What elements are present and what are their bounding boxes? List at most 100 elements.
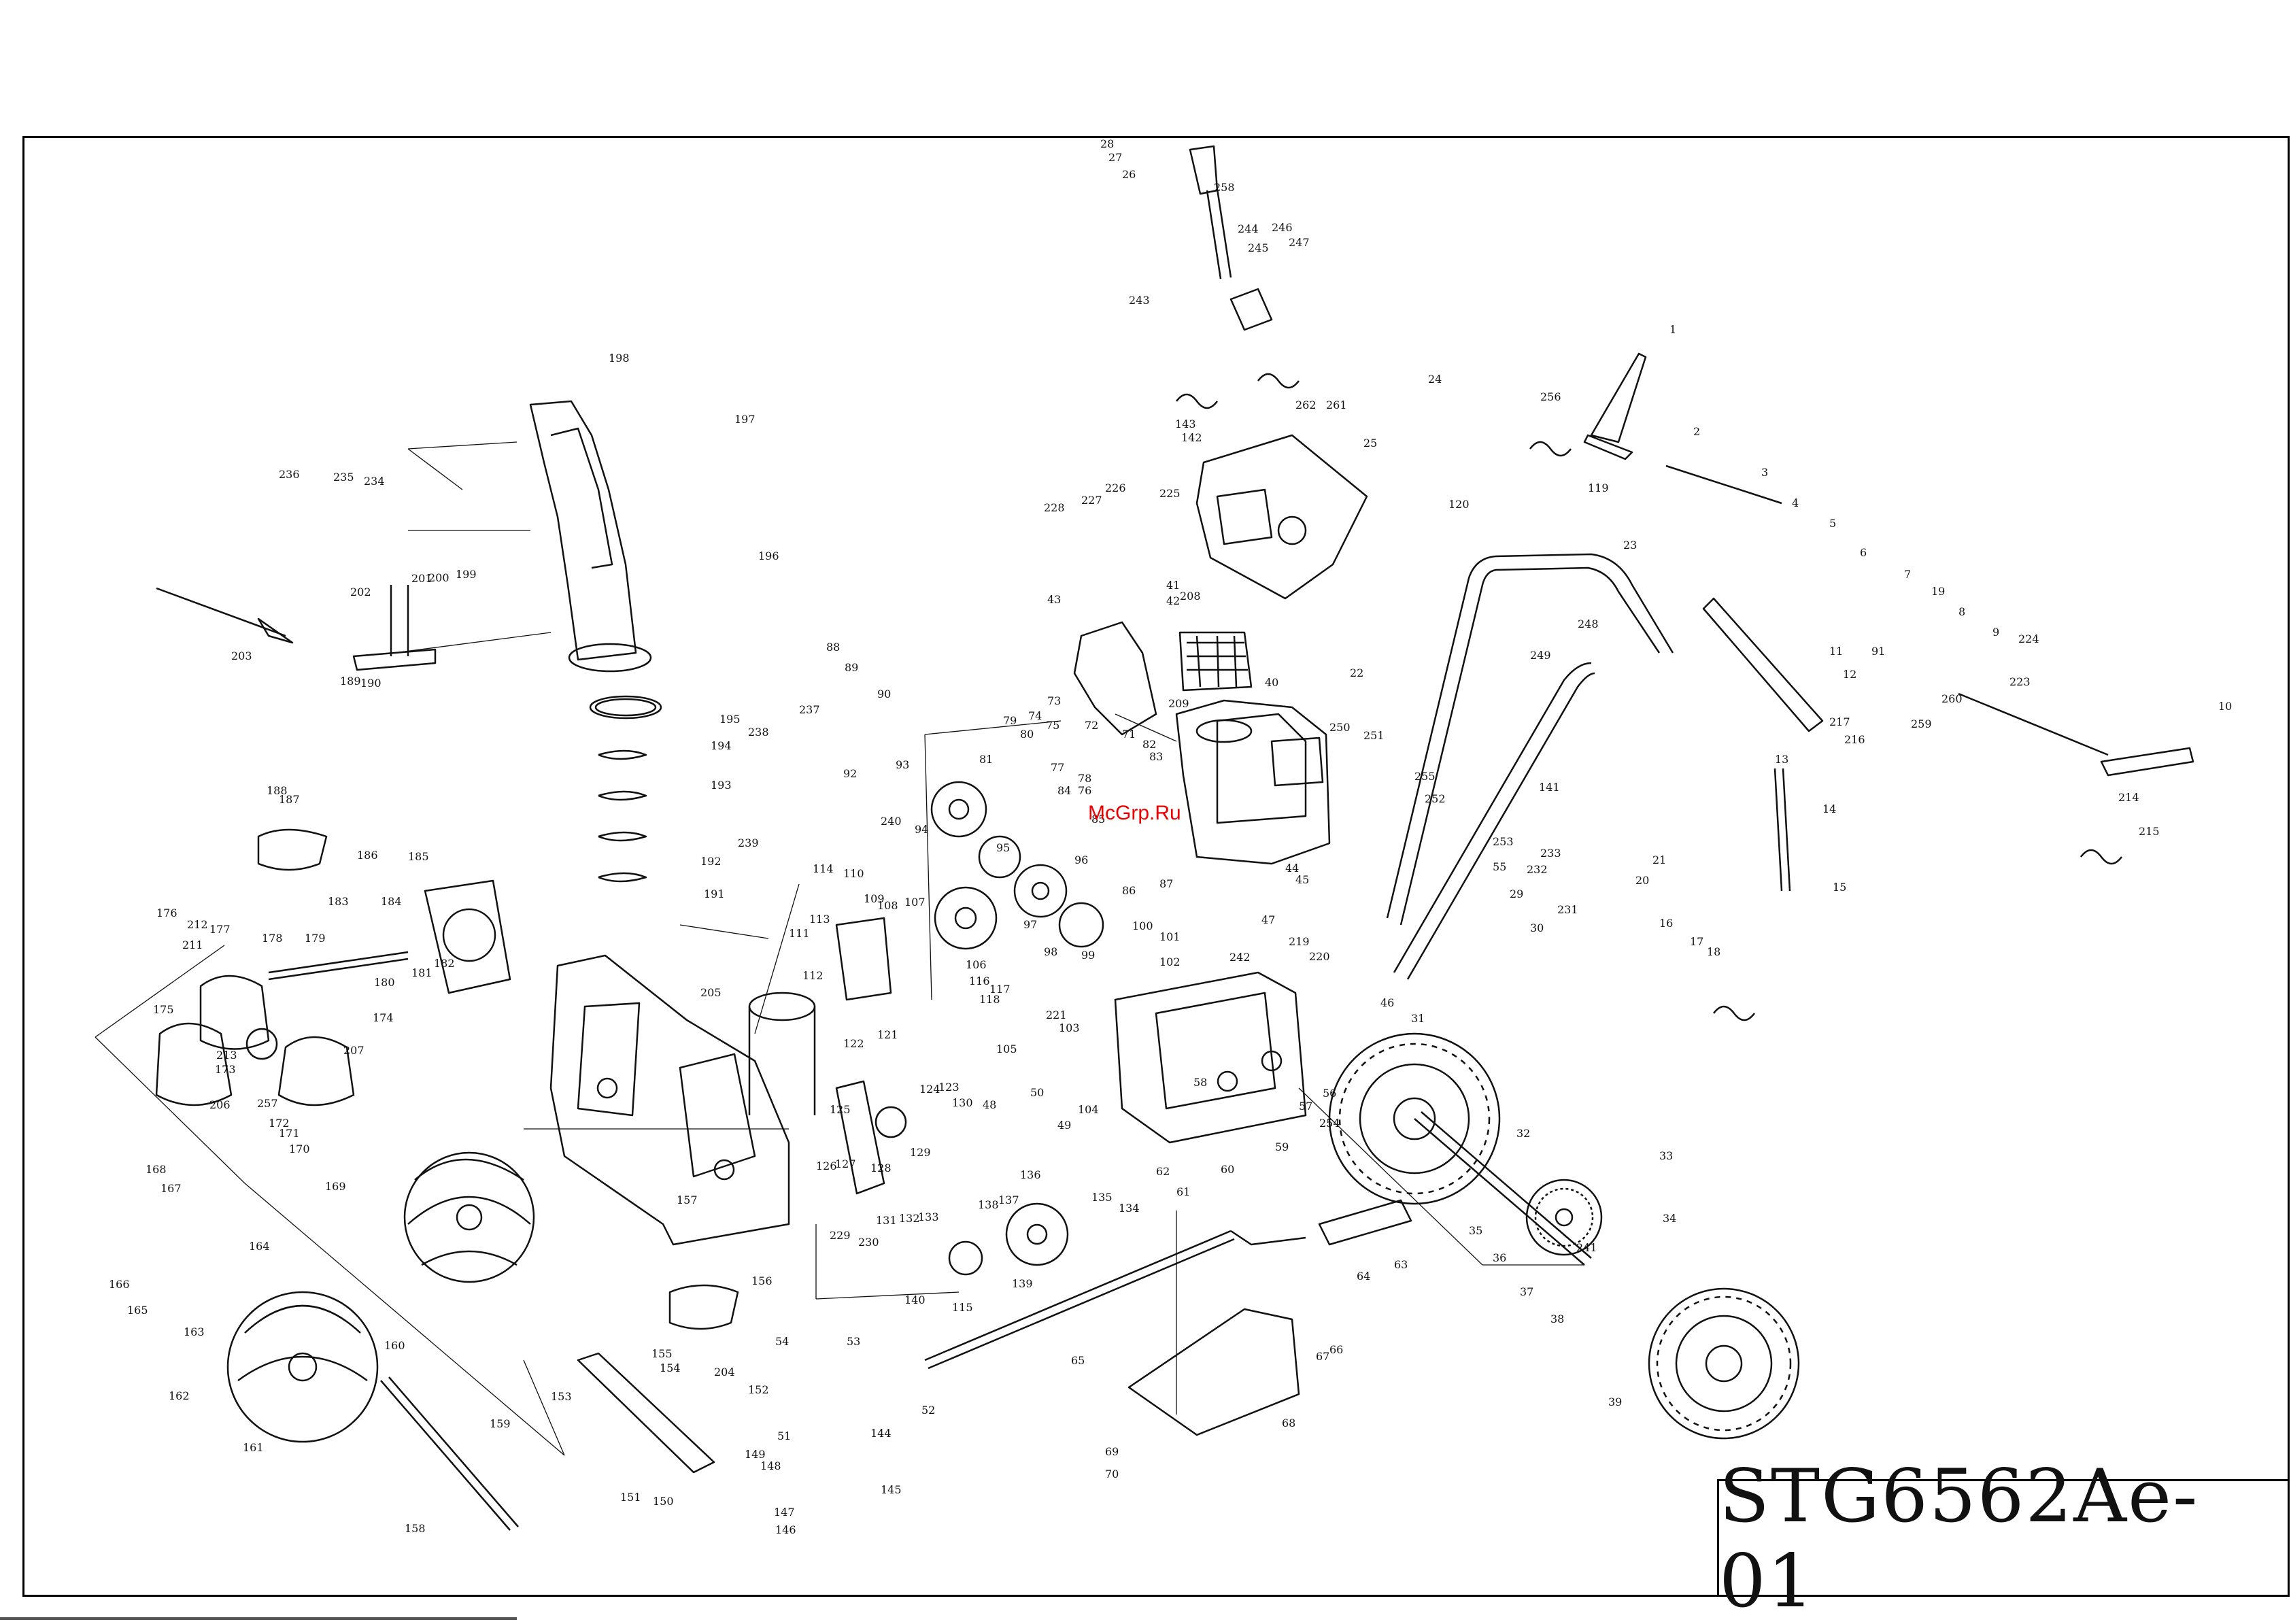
part-number-label: 52 <box>921 1404 935 1417</box>
part-number-label: 16 <box>1659 917 1673 930</box>
part-number-label: 212 <box>187 918 208 931</box>
part-number-label: 169 <box>325 1180 346 1193</box>
belt-cover <box>1073 621 1157 736</box>
part-number-label: 124 <box>919 1083 940 1096</box>
part-number-label: 87 <box>1159 877 1173 890</box>
part-number-label: 233 <box>1540 847 1561 860</box>
part-number-label: 60 <box>1221 1163 1234 1176</box>
part-number-label: 102 <box>1159 955 1181 968</box>
part-number-label: 108 <box>877 899 898 912</box>
chute-crank-rod <box>156 587 294 644</box>
part-number-label: 147 <box>774 1506 795 1519</box>
part-number-label: 216 <box>1844 733 1865 746</box>
part-number-label: 88 <box>826 641 840 654</box>
part-number-label: 117 <box>989 983 1011 996</box>
part-number-label: 152 <box>748 1383 769 1396</box>
part-number-label: 242 <box>1229 951 1251 964</box>
part-number-label: 234 <box>364 475 385 488</box>
chute-bracket <box>352 585 437 671</box>
part-number-label: 153 <box>551 1390 572 1403</box>
part-number-label: 70 <box>1105 1468 1119 1481</box>
part-number-label: 35 <box>1469 1224 1482 1237</box>
part-number-label: 209 <box>1168 697 1189 710</box>
part-number-label: 248 <box>1578 618 1599 630</box>
part-number-label: 144 <box>870 1427 892 1440</box>
control-cables <box>1176 373 2122 1021</box>
part-number-label: 20 <box>1635 874 1649 887</box>
part-number-label: 186 <box>357 849 378 862</box>
part-number-label: 164 <box>249 1240 270 1253</box>
auger-shaft <box>380 1376 519 1531</box>
part-number-label: 107 <box>904 896 926 909</box>
part-number-label: 26 <box>1122 168 1136 181</box>
bottom-cover-plate <box>1127 1308 1300 1436</box>
part-number-label: 11 <box>1829 645 1843 658</box>
part-number-label: 47 <box>1261 913 1275 926</box>
drive-plate <box>835 917 892 1195</box>
part-number-label: 206 <box>209 1098 231 1111</box>
part-number-label: 237 <box>799 703 820 716</box>
part-number-label: 214 <box>2118 791 2139 804</box>
control-levers <box>1583 352 2194 892</box>
part-number-label: 201 <box>411 572 432 585</box>
part-number-label: 44 <box>1285 862 1299 875</box>
part-number-label: 10 <box>2218 700 2232 713</box>
part-number-label: 84 <box>1057 784 1071 797</box>
part-number-label: 258 <box>1214 181 1235 194</box>
part-number-label: 199 <box>456 568 477 581</box>
part-number-label: 176 <box>156 907 177 919</box>
part-number-label: 194 <box>711 739 732 752</box>
part-number-label: 203 <box>231 649 252 662</box>
part-number-label: 103 <box>1059 1021 1080 1034</box>
part-number-label: 162 <box>169 1389 190 1402</box>
part-number-label: 126 <box>816 1160 837 1172</box>
part-number-label: 49 <box>1057 1119 1071 1132</box>
part-number-label: 249 <box>1530 649 1551 662</box>
part-number-label: 257 <box>257 1097 278 1110</box>
part-number-label: 109 <box>864 892 885 905</box>
part-number-label: 27 <box>1108 151 1122 164</box>
part-number-label: 93 <box>896 758 909 771</box>
part-number-label: 188 <box>267 784 288 797</box>
part-number-label: 256 <box>1540 390 1561 403</box>
part-number-label: 229 <box>830 1229 851 1242</box>
part-number-label: 25 <box>1363 437 1377 450</box>
part-number-label: 167 <box>160 1182 182 1195</box>
part-number-label: 28 <box>1100 137 1114 150</box>
part-number-label: 80 <box>1020 728 1034 741</box>
part-number-label: 19 <box>1931 585 1945 598</box>
part-number-label: 48 <box>983 1098 996 1111</box>
part-number-label: 118 <box>979 993 1000 1006</box>
part-number-label: 116 <box>969 975 990 987</box>
part-number-label: 111 <box>789 927 810 940</box>
part-number-label: 79 <box>1003 714 1017 727</box>
part-number-label: 247 <box>1289 236 1310 249</box>
part-number-label: 106 <box>966 958 987 971</box>
part-number-label: 5 <box>1829 517 1836 530</box>
part-number-label: 259 <box>1911 717 1932 730</box>
part-number-label: 18 <box>1707 945 1720 958</box>
part-number-label: 30 <box>1530 921 1544 934</box>
part-number-label: 121 <box>877 1028 898 1041</box>
part-number-label: 225 <box>1159 487 1181 500</box>
part-number-label: 146 <box>775 1523 796 1536</box>
part-number-label: 189 <box>340 675 361 688</box>
part-number-label: 90 <box>877 688 891 700</box>
part-number-label: 122 <box>843 1037 864 1050</box>
part-number-label: 1 <box>1669 323 1676 336</box>
leader-lines <box>95 441 1584 1456</box>
auger-housing <box>549 954 816 1246</box>
part-number-label: 239 <box>738 836 759 849</box>
part-number-label: 143 <box>1175 418 1196 430</box>
part-number-label: 244 <box>1238 222 1259 235</box>
part-number-label: 137 <box>998 1194 1019 1206</box>
part-number-label: 77 <box>1051 761 1064 774</box>
part-number-label: 238 <box>748 726 769 739</box>
part-number-label: 220 <box>1309 950 1330 963</box>
part-number-label: 202 <box>350 586 371 598</box>
part-number-label: 57 <box>1299 1100 1312 1113</box>
wheel-gear <box>1525 1179 1603 1256</box>
part-number-label: 115 <box>952 1301 973 1314</box>
part-number-label: 198 <box>609 352 630 365</box>
